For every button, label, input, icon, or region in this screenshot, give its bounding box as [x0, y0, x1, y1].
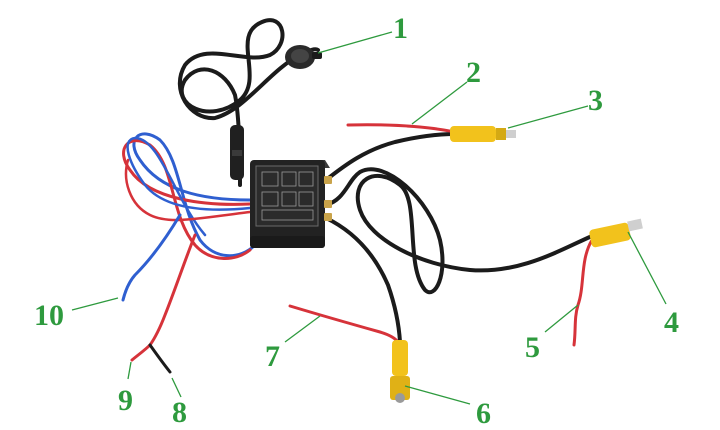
leader-9: [127, 361, 132, 380]
callout-7: 7: [265, 340, 280, 373]
rca-plug-3: [450, 126, 516, 142]
control-box: [250, 160, 330, 248]
leader-2: [411, 81, 468, 125]
rca-plug-4: [589, 218, 643, 248]
callout-4: 4: [664, 306, 679, 339]
callout-1: 1: [393, 12, 408, 45]
leader-5: [544, 304, 579, 333]
leader-1: [317, 31, 393, 54]
callout-10: 10: [34, 299, 64, 332]
inline-plug: [230, 125, 244, 180]
leader-10: [71, 297, 119, 311]
callout-6: 6: [476, 397, 491, 430]
leader-8: [171, 377, 182, 398]
remote-button: [285, 45, 322, 69]
callout-3: 3: [588, 84, 603, 117]
leader-4: [627, 231, 667, 305]
callout-5: 5: [525, 331, 540, 364]
leader-7: [284, 315, 321, 343]
box-connectors: [324, 176, 332, 221]
callout-labels: 1 2 3 4 5 6 7 8 9 10: [34, 12, 679, 430]
red-wires: [288, 123, 594, 347]
leader-3: [507, 105, 589, 129]
callout-2: 2: [466, 56, 481, 89]
callout-8: 8: [172, 396, 187, 429]
wire-harness: [121, 132, 257, 374]
callout-lines: [71, 31, 667, 405]
callout-9: 9: [118, 384, 133, 417]
leader-6: [404, 385, 471, 405]
rca-plug-6: [390, 340, 410, 403]
rca-cables: [324, 132, 594, 344]
